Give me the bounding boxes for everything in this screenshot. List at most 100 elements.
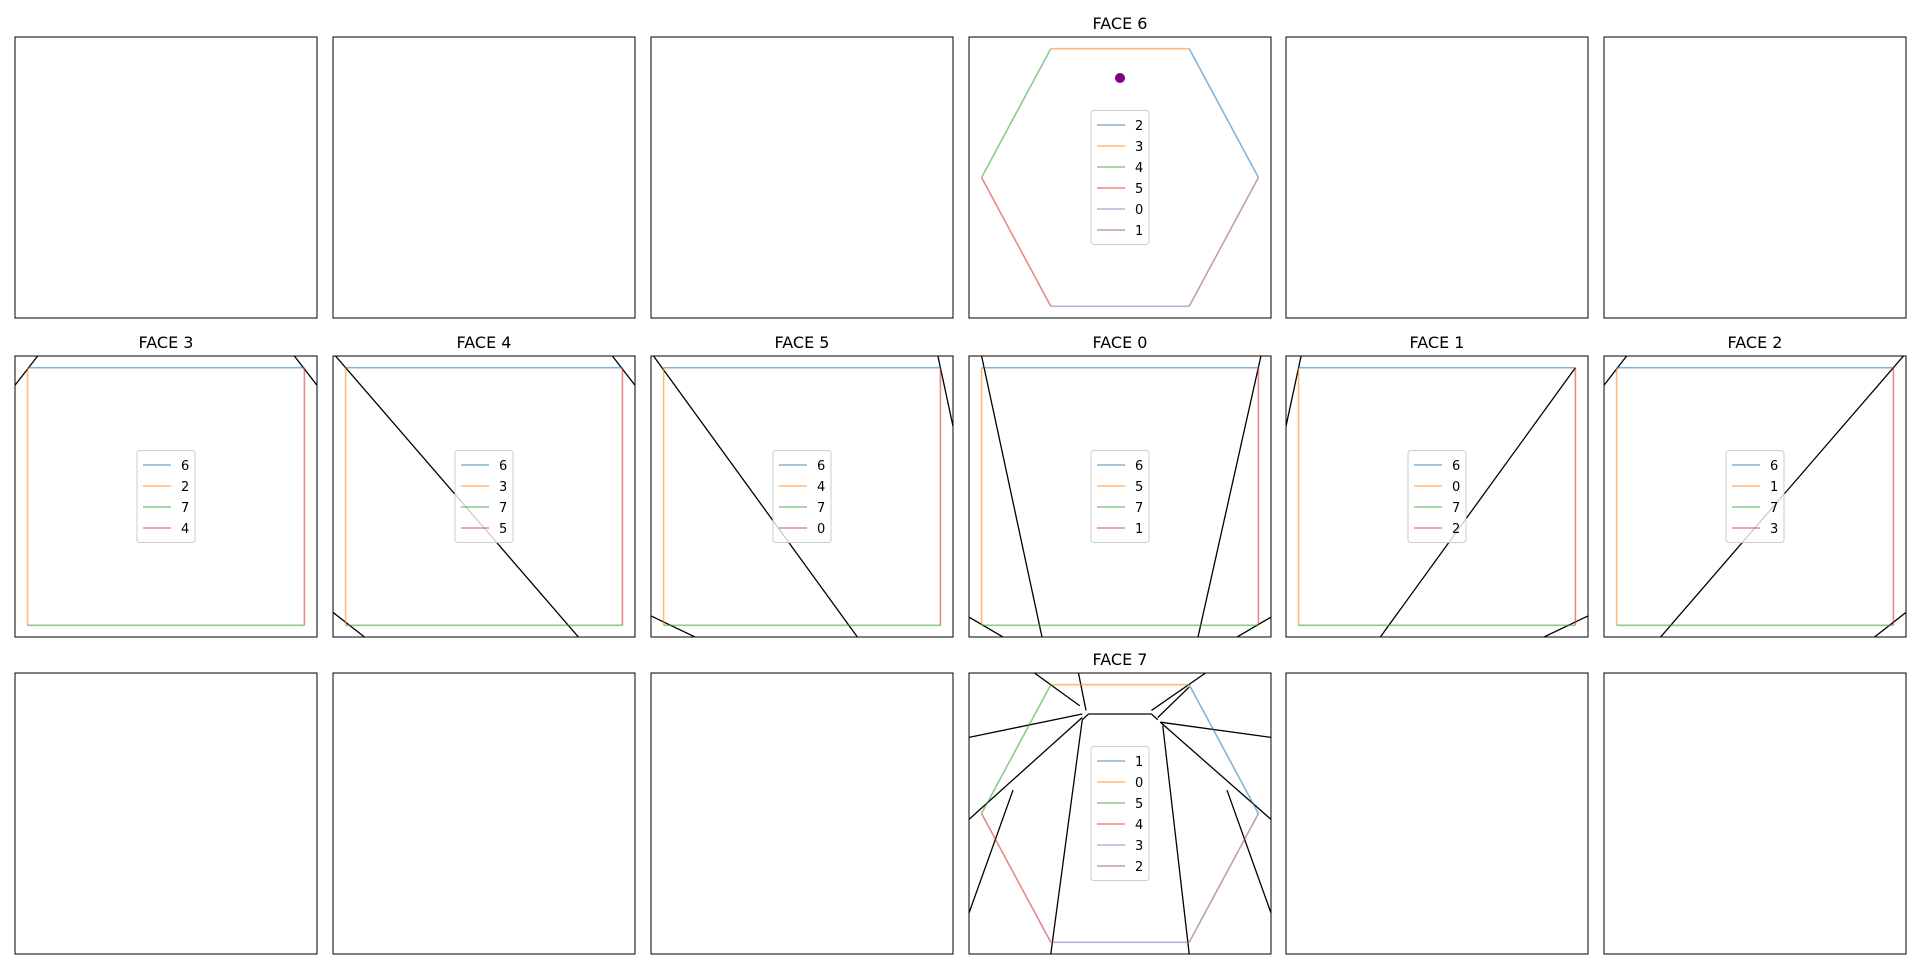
- plot-area: [1286, 356, 1588, 637]
- series-line-4: [980, 48, 1052, 178]
- panel-title: FACE 3: [139, 333, 194, 352]
- legend: 6 1 7 3: [1725, 450, 1785, 543]
- legend-label: 6: [1135, 459, 1143, 474]
- black-segment: [969, 789, 1014, 914]
- series-line-1: [1188, 684, 1260, 814]
- series-line-5: [980, 177, 1052, 307]
- plot-area: [15, 356, 317, 627]
- black-segment: [1236, 616, 1271, 637]
- axes-frame: [14, 36, 318, 319]
- axes-frame: [14, 672, 318, 955]
- plot-area: [980, 47, 1260, 308]
- axes-frame: [1285, 355, 1589, 638]
- axes-frame: [332, 36, 636, 319]
- legend-label: 5: [1135, 182, 1143, 197]
- legend-label: 3: [1770, 522, 1778, 537]
- black-segment: [969, 713, 1083, 739]
- black-segment: [980, 356, 1043, 637]
- series-line-2: [1188, 48, 1260, 178]
- black-segment: [652, 356, 858, 637]
- legend-box: [1090, 746, 1150, 881]
- black-segment: [651, 615, 696, 637]
- legend-label: 4: [1135, 161, 1143, 176]
- legend-box: [136, 450, 196, 543]
- black-segment: [1160, 721, 1271, 739]
- axes-frame: [1285, 36, 1589, 319]
- axes-frame: [650, 672, 954, 955]
- black-segment: [1157, 686, 1190, 718]
- legend-label: 6: [499, 459, 507, 474]
- black-segment: [1379, 367, 1576, 637]
- legend-label: 4: [817, 480, 825, 495]
- axes-frame: [650, 36, 954, 319]
- axes-frame: [1603, 672, 1907, 955]
- legend-label: 1: [1135, 755, 1143, 770]
- black-segment: [1050, 719, 1083, 954]
- legend-box: [1407, 450, 1467, 543]
- panel-title: FACE 6: [1093, 14, 1148, 33]
- legend-label: 5: [499, 522, 507, 537]
- panel-empty-0-5: [1603, 36, 1907, 319]
- marker-point: [1115, 72, 1125, 83]
- legend-label: 2: [181, 480, 189, 495]
- legend-label: 7: [1770, 501, 1778, 516]
- panel-title: FACE 0: [1093, 333, 1148, 352]
- legend-label: 5: [1135, 480, 1143, 495]
- legend-label: 7: [181, 501, 189, 516]
- legend-label: 3: [1135, 140, 1143, 155]
- axes-frame: [332, 355, 636, 638]
- black-segment: [969, 616, 1004, 637]
- panel-empty-0-2: [650, 36, 954, 319]
- legend-label: 0: [1452, 480, 1460, 495]
- legend-label: 7: [1452, 501, 1460, 516]
- axes-frame: [332, 672, 636, 955]
- legend-box: [454, 450, 514, 543]
- black-segment: [1034, 673, 1081, 707]
- legend-label: 7: [817, 501, 825, 516]
- series-line-5: [980, 684, 1052, 814]
- black-segment: [611, 356, 635, 386]
- legend-label: 1: [1135, 522, 1143, 537]
- black-segment: [1081, 713, 1089, 721]
- panel-empty-0-0: [14, 36, 318, 319]
- panel-empty-2-1: [332, 672, 636, 955]
- legend-label: 0: [1135, 776, 1143, 791]
- axes-frame: [650, 355, 954, 638]
- legend-label: 4: [181, 522, 189, 537]
- black-segment: [1226, 789, 1271, 914]
- axes-frame: [14, 355, 318, 638]
- series-line-2: [1188, 813, 1260, 943]
- axes-frame: [968, 36, 1272, 319]
- panel-empty-2-2: [650, 672, 954, 955]
- legend-label: 1: [1770, 480, 1778, 495]
- series-line-1: [1188, 177, 1260, 307]
- axes-frame: [968, 672, 1272, 955]
- legend-label: 2: [1452, 522, 1460, 537]
- panel-empty-2-4: [1285, 672, 1589, 955]
- axes-frame: [1285, 672, 1589, 955]
- panel-title: FACE 5: [775, 333, 830, 352]
- black-segment: [293, 356, 317, 386]
- legend-label: 0: [1135, 203, 1143, 218]
- plot-area: [969, 673, 1271, 954]
- plot-area: [969, 356, 1271, 637]
- panel-empty-0-4: [1285, 36, 1589, 319]
- axes-frame: [968, 355, 1272, 638]
- black-segment: [1604, 356, 1628, 386]
- legend-label: 6: [1770, 459, 1778, 474]
- legend-label: 4: [1135, 818, 1143, 833]
- legend-label: 6: [1452, 459, 1460, 474]
- panel-empty-0-1: [332, 36, 636, 319]
